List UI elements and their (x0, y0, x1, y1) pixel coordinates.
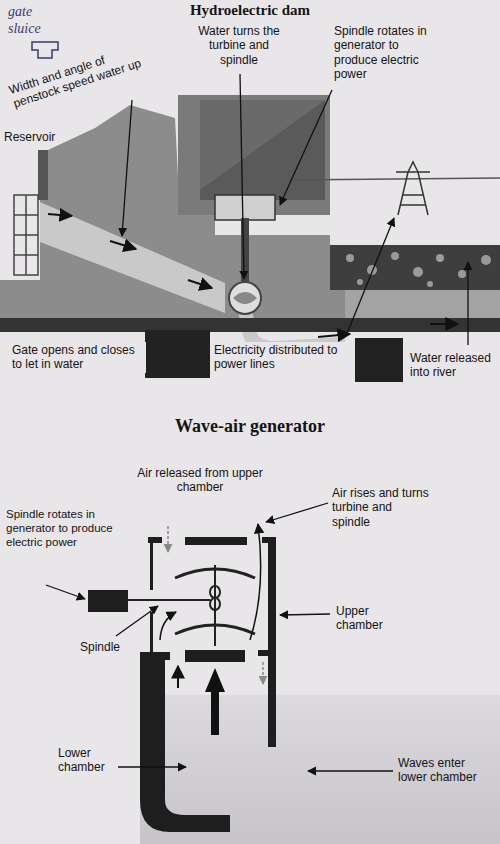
bank-stones (391, 252, 399, 260)
turbine-blades (233, 292, 257, 304)
leader-line (280, 90, 332, 205)
spindle (241, 218, 249, 284)
turbine (229, 282, 261, 314)
generator (215, 195, 275, 220)
dam-face (38, 150, 48, 200)
flow-arrow (48, 214, 72, 216)
chamber-wall (185, 537, 247, 545)
spindle-coupling (210, 586, 220, 610)
base (0, 318, 500, 332)
air-arrow (262, 662, 264, 684)
generator (88, 590, 128, 612)
leader-line (46, 585, 85, 599)
callout-label: Water turns the turbine and spindle (198, 24, 280, 67)
wave-generator-illustration (46, 503, 500, 844)
dam-illustration (0, 74, 500, 382)
leader-line (308, 770, 393, 771)
chamber-wall (148, 537, 162, 543)
chamber-wall (150, 543, 153, 590)
chamber-wall (185, 650, 245, 662)
sluice-sketch (32, 42, 58, 58)
leader-line (266, 503, 328, 522)
air-arrow (205, 668, 225, 692)
callout-label: Spindle rotates in generator to produce … (334, 24, 438, 82)
penstock (40, 202, 225, 313)
flow-arrow (188, 280, 212, 288)
base-block (145, 330, 210, 378)
spindle (214, 565, 216, 646)
bank-stones (427, 281, 433, 287)
chamber-wall (258, 650, 270, 656)
chamber-wall (140, 537, 276, 832)
spindle-coupling (210, 598, 220, 610)
callout-label: Water released into river (408, 350, 496, 381)
intake-grid (14, 195, 38, 275)
chamber-wall (150, 612, 153, 652)
leader-line (122, 100, 132, 236)
bank-stones (357, 279, 363, 285)
base-block (355, 338, 403, 382)
callout-label: Upper chamber (336, 604, 406, 633)
callout-label: Air released from upper chamber (128, 466, 272, 495)
sluice-sketch (32, 42, 58, 58)
housing-shade (200, 100, 325, 190)
callout-label: Spindle rotates in generator to produce … (6, 508, 116, 549)
callout-label: Waves enter lower chamber (398, 756, 482, 785)
section-heading: Wave-air generator (100, 416, 400, 438)
pylon (396, 162, 430, 215)
flow-arrow (110, 241, 136, 249)
air-arrow (250, 524, 261, 640)
callout-label: Spindle (80, 640, 120, 654)
pylon (396, 162, 430, 215)
leader-line (467, 262, 468, 345)
air-arrow (211, 690, 219, 735)
flow-arrow (430, 323, 458, 325)
leader-line (240, 74, 244, 279)
leader-line (118, 766, 186, 767)
flow-arrow (48, 214, 458, 337)
river-bank (330, 245, 500, 290)
spindle (128, 599, 210, 601)
leader-line (46, 503, 393, 771)
leader-line (280, 614, 330, 615)
bank-stones (413, 267, 423, 277)
power-line (290, 178, 500, 180)
chamber-wall (268, 537, 276, 747)
flow-arrow (318, 334, 350, 337)
bank-stones (458, 270, 466, 278)
callout-label: Air rises and turns turbine and spindle (332, 486, 432, 529)
bank-stones (346, 254, 354, 262)
callout-label: Lower chamber (58, 746, 116, 775)
section-heading: Hydroelectric dam (150, 1, 350, 19)
air-arrow (167, 526, 169, 552)
callout-label: Reservoir (4, 130, 55, 144)
intake-grid (25, 195, 27, 275)
callout-label: Electricity distributed to power lines (212, 342, 354, 373)
air-arrow (205, 668, 225, 735)
bank-stones (436, 254, 444, 262)
leader-line (116, 606, 158, 636)
leader-line (346, 218, 394, 336)
air-arrow (177, 666, 179, 688)
handwritten-note: gate sluice (8, 4, 58, 38)
chamber-wall (140, 652, 230, 832)
spindle-coupling (210, 586, 220, 598)
leader-line (122, 74, 468, 345)
bank-stones (481, 255, 491, 265)
callout-label: Width and angle of penstock speed water … (7, 38, 159, 112)
intake-grid (14, 195, 38, 275)
air-arrow (160, 612, 176, 640)
generator-housing (200, 100, 325, 200)
callout-label: Gate opens and closes to let in water (10, 342, 146, 373)
